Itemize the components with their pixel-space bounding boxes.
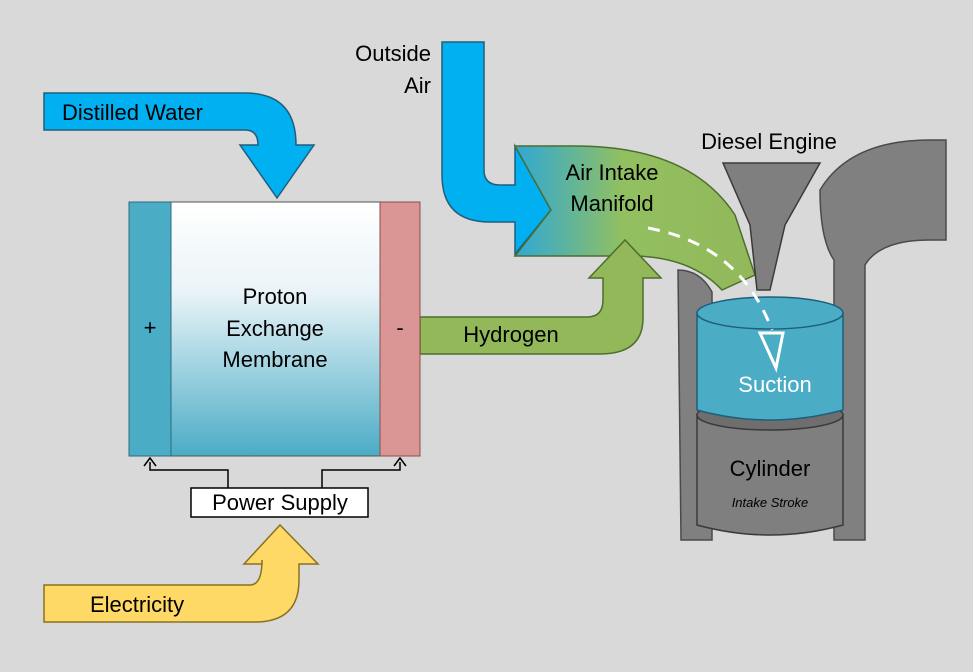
outside-air-label-1: Outside bbox=[355, 41, 431, 66]
power-arrow-right bbox=[393, 456, 407, 467]
air-intake-label-2: Manifold bbox=[570, 191, 653, 216]
suction-top bbox=[696, 296, 844, 330]
anode-plus-label: + bbox=[144, 315, 157, 340]
hydrogen-arrow bbox=[419, 238, 663, 355]
intake-stroke-label: Intake Stroke bbox=[732, 495, 809, 510]
power-wire-left bbox=[149, 462, 229, 488]
diesel-engine-label: Diesel Engine bbox=[701, 129, 837, 154]
power-wire-right bbox=[321, 462, 401, 488]
power-supply-box bbox=[190, 487, 369, 518]
hydrogen-label: Hydrogen bbox=[463, 322, 558, 347]
engine-right-wall bbox=[819, 139, 947, 541]
airflow-dashed-arrow bbox=[647, 226, 774, 331]
cylinder-body bbox=[696, 414, 844, 536]
distilled-water-label: Distilled Water bbox=[62, 100, 203, 125]
air-intake-label-1: Air Intake bbox=[566, 160, 659, 185]
suction-label: Suction bbox=[738, 372, 811, 397]
pem-label-1: Proton bbox=[243, 284, 308, 309]
electricity-arrow bbox=[43, 523, 320, 623]
pem-cell-body bbox=[170, 201, 381, 457]
fuel-injector bbox=[721, 162, 822, 291]
electricity-label: Electricity bbox=[90, 592, 184, 617]
pem-anode-plate bbox=[128, 201, 172, 457]
pem-label-2: Exchange bbox=[226, 316, 324, 341]
suction-body bbox=[696, 312, 844, 421]
distilled-water-arrow bbox=[43, 92, 316, 200]
air-intake-manifold bbox=[513, 145, 756, 291]
outside-air-label-2: Air bbox=[404, 73, 431, 98]
pem-label-3: Membrane bbox=[222, 347, 327, 372]
pem-cathode-plate bbox=[379, 201, 421, 457]
airflow-arrowhead bbox=[757, 331, 785, 373]
cathode-minus-label: - bbox=[396, 315, 403, 340]
power-supply-label: Power Supply bbox=[212, 490, 348, 515]
cylinder-label: Cylinder bbox=[730, 456, 811, 481]
power-arrow-left bbox=[143, 456, 157, 467]
